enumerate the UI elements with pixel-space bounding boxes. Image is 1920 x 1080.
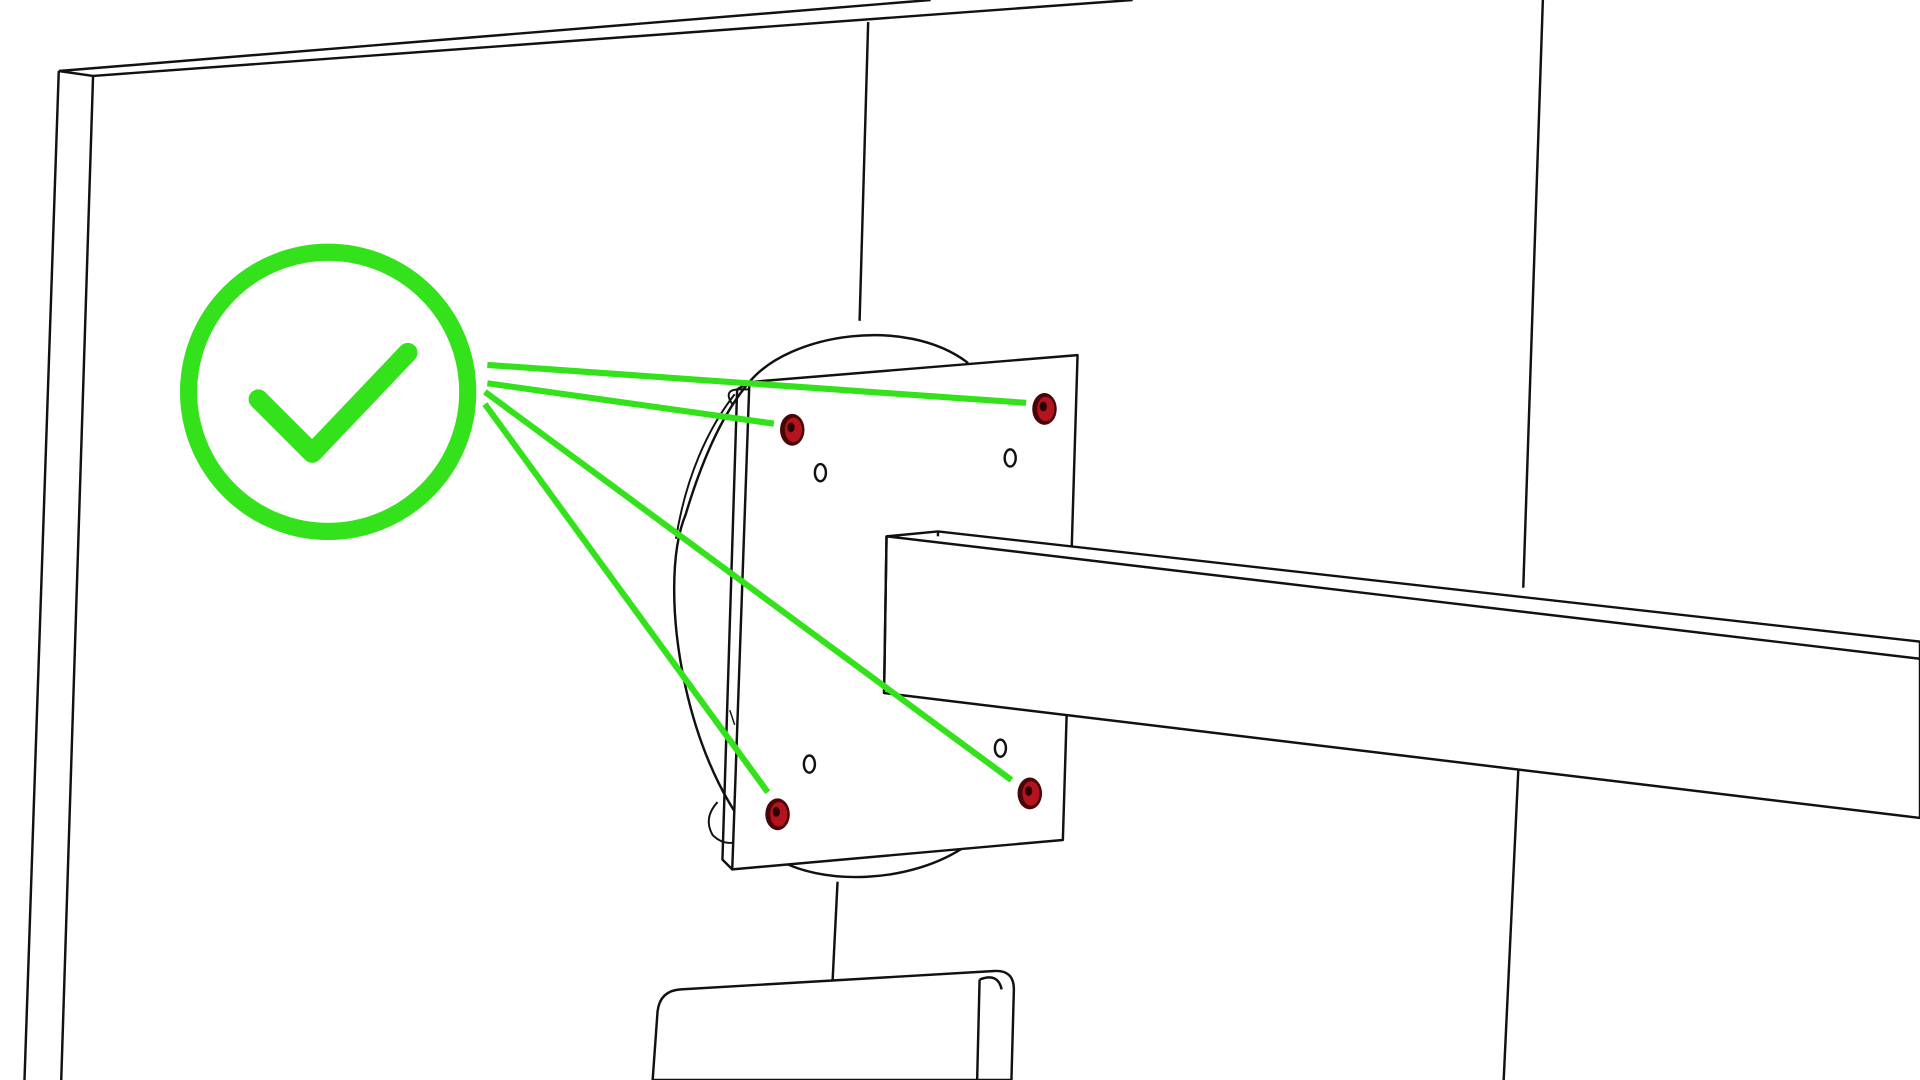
screws <box>765 393 1057 831</box>
callout-lines <box>482 361 1027 795</box>
checkmark-icon <box>248 342 418 463</box>
callout-line <box>486 380 775 427</box>
screw-bottom-left <box>765 798 790 831</box>
check-circle-icon <box>180 243 477 540</box>
callout-line <box>487 361 1027 406</box>
plate-hole <box>802 754 817 774</box>
plate-hole <box>813 462 828 483</box>
callout-line <box>483 389 1014 783</box>
plate-hole <box>1003 448 1017 468</box>
screw-top-right <box>1032 393 1057 425</box>
port-cover <box>651 969 1016 1080</box>
screw-top-left <box>780 413 805 446</box>
callout-line <box>482 402 771 795</box>
screw-bottom-right <box>1017 777 1043 810</box>
plate-hole <box>993 738 1008 758</box>
monitor-back-panel <box>23 0 1545 1080</box>
support-arm <box>882 530 1920 820</box>
